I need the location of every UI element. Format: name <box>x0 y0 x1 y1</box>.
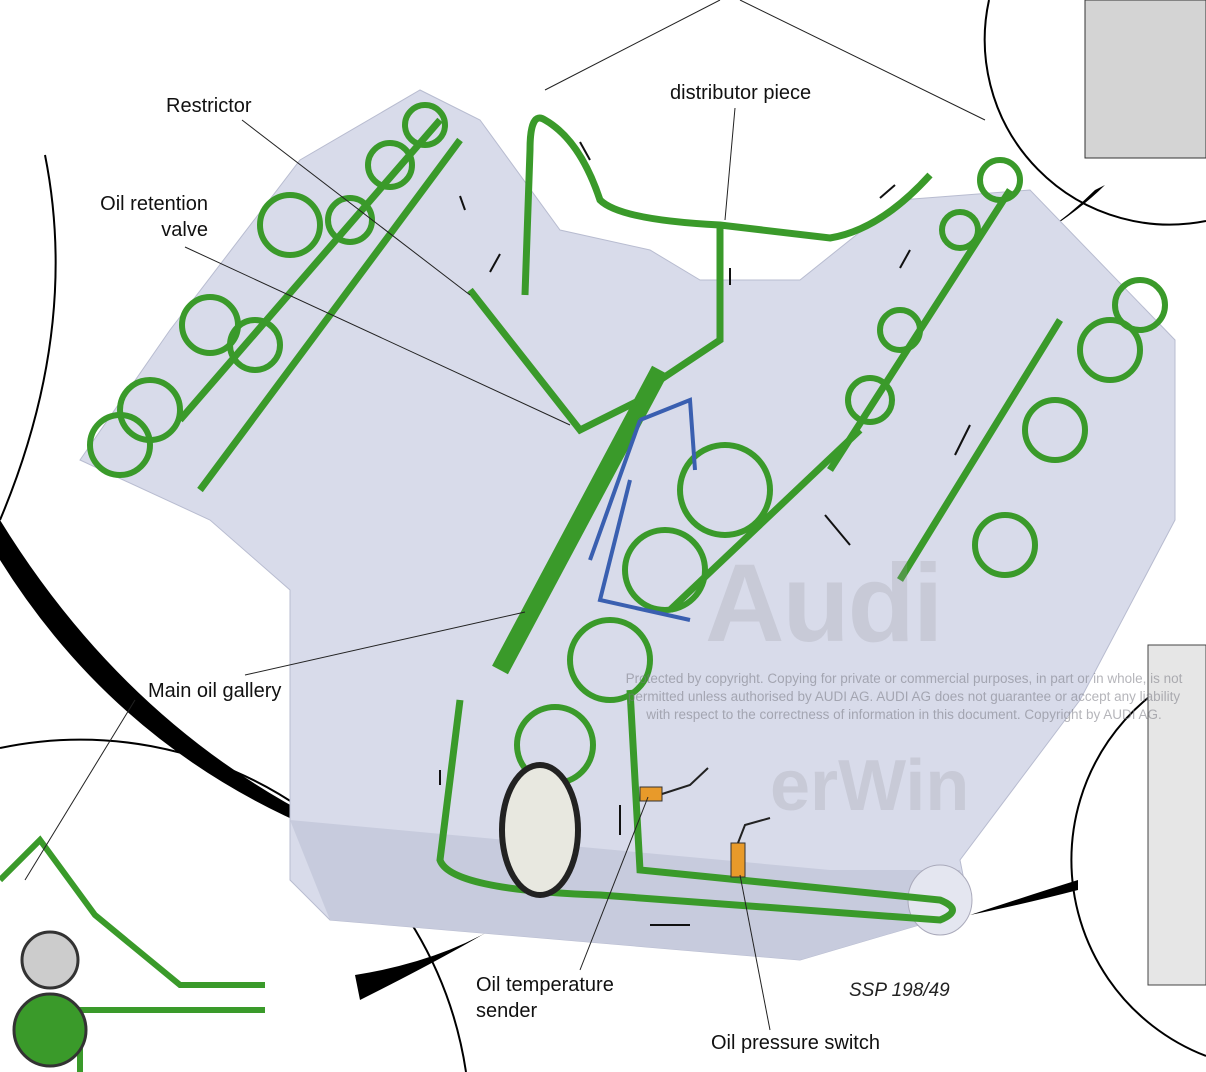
spray-rings <box>87 102 1168 786</box>
sprocket-lower <box>12 992 88 1068</box>
watermark-brand-2: erWin <box>770 746 970 826</box>
label-oil-pressure-switch: Oil pressure switch <box>711 1032 880 1054</box>
inset-circle-bottom-left-fill <box>0 739 466 1072</box>
oil-pressure-switch-part <box>730 842 746 878</box>
flow-arrows <box>439 141 971 926</box>
label-line: valve <box>161 219 208 241</box>
label-line: Oil temperature <box>476 974 614 996</box>
chain-loop <box>499 762 581 898</box>
watermark-line: permitted unless authorised by AUDI AG. … <box>627 689 1181 704</box>
return-lines <box>588 397 697 622</box>
oil-temperature-sender-part <box>639 786 663 802</box>
cylinder-head-detail <box>1084 0 1206 159</box>
leader-lines <box>24 0 986 1031</box>
callout-swoosh-bottom <box>355 915 515 1000</box>
inset-circle-left-arc <box>0 154 57 521</box>
copyright-watermark: Protected by copyright. Copying for priv… <box>604 670 1204 724</box>
watermark-brand: Audi <box>705 542 943 665</box>
sprocket <box>20 930 80 990</box>
chain-drive-oil-line <box>0 835 265 988</box>
oil-filter-detail <box>1147 644 1206 986</box>
label-restrictor: Restrictor <box>166 95 252 117</box>
figure-id: SSP 198/49 <box>849 980 950 1001</box>
watermark-line: with respect to the correctness of infor… <box>646 707 1162 722</box>
label-main-oil-gallery: Main oil gallery <box>148 680 282 702</box>
inset-circle-right <box>1070 663 1206 1057</box>
label-oil-retention-valve: Oil retention valve <box>80 191 208 243</box>
main-oil-gallery <box>492 365 668 675</box>
label-line: Oil retention <box>100 193 208 215</box>
inset-circle-top-right <box>983 0 1206 226</box>
label-oil-temperature-sender: Oil temperature sender <box>476 972 614 1024</box>
label-line: sender <box>476 1000 538 1022</box>
label-distributor-piece: distributor piece <box>670 82 812 104</box>
watermark-line: Protected by copyright. Copying for priv… <box>625 671 1183 686</box>
